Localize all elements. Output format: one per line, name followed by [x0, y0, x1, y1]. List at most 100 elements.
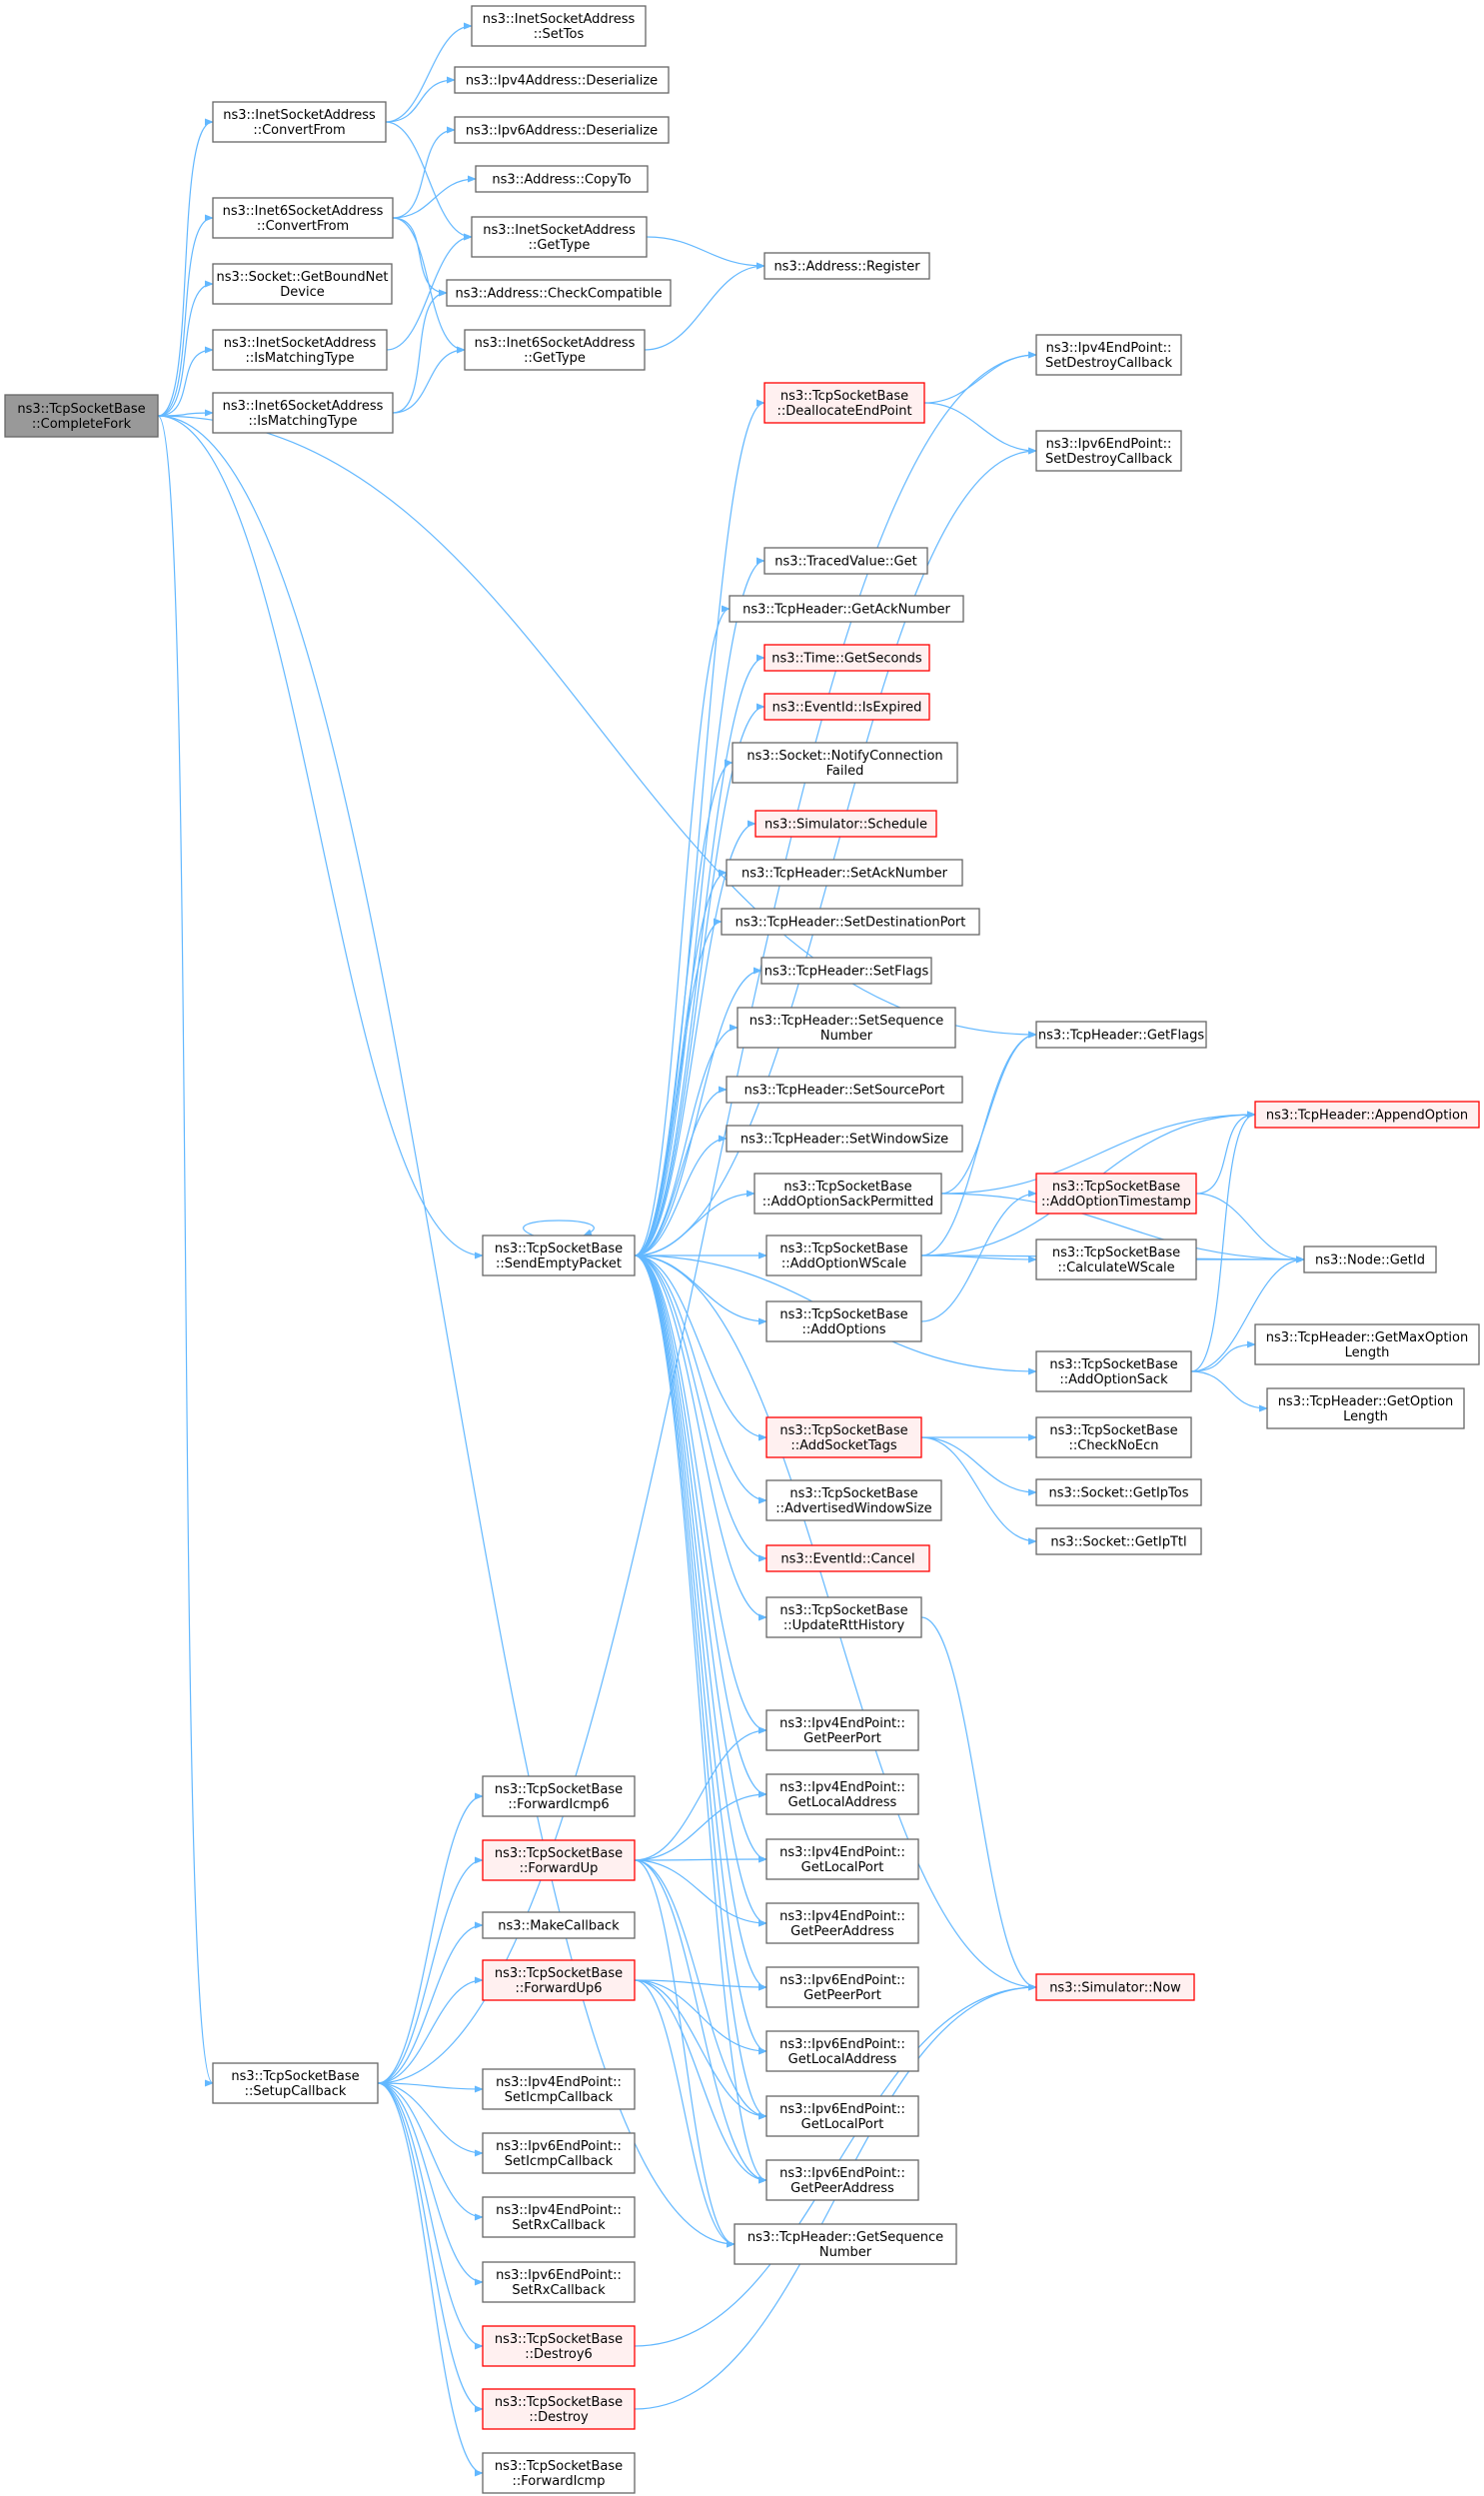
node-tcph_setacknumber[interactable]: ns3::TcpHeader::SetAckNumber	[726, 859, 963, 887]
node-destroy[interactable]: ns3::TcpSocketBase::Destroy	[482, 2388, 636, 2430]
node-addoptionsack[interactable]: ns3::TcpSocketBase::AddOptionSack	[1035, 1350, 1192, 1392]
node-ipv4ep_seticmp[interactable]: ns3::Ipv4EndPoint::SetIcmpCallback	[482, 2068, 636, 2110]
node-inet6_ismatching[interactable]: ns3::Inet6SocketAddress::IsMatchingType	[212, 392, 394, 434]
node-label: ns3::Ipv4EndPoint::	[779, 1780, 905, 1795]
node-deallocateendpoint[interactable]: ns3::TcpSocketBase::DeallocateEndPoint	[763, 382, 925, 424]
edge-forwardup-to-ipv4ep_getpeerport	[634, 1726, 767, 1861]
edge-addoptions-to-addoptiontimestamp	[920, 1190, 1037, 1322]
node-addoptionwscale[interactable]: ns3::TcpSocketBase::AddOptionWScale	[765, 1235, 922, 1276]
node-setupcallback[interactable]: ns3::TcpSocketBase::SetupCallback	[212, 2062, 379, 2104]
node-label: ns3::InetSocketAddress	[223, 108, 376, 123]
node-tracedvalue_get[interactable]: ns3::TracedValue::Get	[763, 547, 928, 575]
edge-completefork-to-tcph_getseqnumber	[157, 415, 736, 2248]
node-box	[765, 1416, 922, 1458]
node-ipv4ep_getpeeraddress[interactable]: ns3::Ipv4EndPoint::GetPeerAddress	[765, 1902, 919, 1944]
edge-deallocateendpoint-to-ipv6ep_setdestroy	[923, 402, 1037, 455]
node-tcph_appendoption[interactable]: ns3::TcpHeader::AppendOption	[1254, 1101, 1480, 1129]
node-box	[737, 1007, 956, 1049]
node-time_getseconds[interactable]: ns3::Time::GetSeconds	[763, 644, 930, 672]
edge-sendemptypacket-to-ipv6ep_getpeeraddress	[634, 1254, 767, 2184]
node-ipv6_deserialize[interactable]: ns3::Ipv6Address::Deserialize	[454, 116, 670, 144]
node-box	[1303, 1246, 1437, 1273]
node-socket_getipttl[interactable]: ns3::Socket::GetIpTtl	[1035, 1527, 1202, 1555]
node-simulator_now[interactable]: ns3::Simulator::Now	[1035, 1973, 1195, 2001]
node-socket_getiptos[interactable]: ns3::Socket::GetIpTos	[1035, 1478, 1202, 1506]
node-inet_convertfrom[interactable]: ns3::InetSocketAddress::ConvertFrom	[212, 101, 387, 143]
node-eventid_cancel[interactable]: ns3::EventId::Cancel	[765, 1544, 930, 1572]
node-label: ns3::TracedValue::Get	[774, 555, 916, 570]
node-ipv6ep_getlocalport[interactable]: ns3::Ipv6EndPoint::GetLocalPort	[765, 2095, 919, 2137]
node-tcph_setsourceport[interactable]: ns3::TcpHeader::SetSourcePort	[726, 1076, 963, 1104]
node-ipv6ep_seticmp[interactable]: ns3::Ipv6EndPoint::SetIcmpCallback	[482, 2132, 636, 2174]
node-node_getid[interactable]: ns3::Node::GetId	[1303, 1246, 1437, 1273]
node-ipv4ep_setdestroy[interactable]: ns3::Ipv4EndPoint::SetDestroyCallback	[1035, 334, 1182, 376]
node-forwardup6[interactable]: ns3::TcpSocketBase::ForwardUp6	[482, 1959, 636, 2001]
node-inet6_gettype[interactable]: ns3::Inet6SocketAddress::GetType	[464, 329, 646, 371]
node-sendemptypacket[interactable]: ns3::TcpSocketBase::SendEmptyPacket	[482, 1235, 636, 1276]
node-ipv6ep_getlocaladdress[interactable]: ns3::Ipv6EndPoint::GetLocalAddress	[765, 2030, 919, 2072]
node-ipv4ep_getlocaladdress[interactable]: ns3::Ipv4EndPoint::GetLocalAddress	[765, 1773, 919, 1815]
node-address_copyto[interactable]: ns3::Address::CopyTo	[475, 165, 649, 193]
node-simulator_schedule[interactable]: ns3::Simulator::Schedule	[754, 810, 937, 838]
node-advertisedwindowsize[interactable]: ns3::TcpSocketBase::AdvertisedWindowSize	[765, 1479, 942, 1521]
node-eventid_isexpired[interactable]: ns3::EventId::IsExpired	[763, 693, 930, 721]
node-label: Failed	[826, 764, 864, 779]
edge-addoptionsack-to-node_getid	[1190, 1255, 1305, 1372]
node-ipv6ep_getpeeraddress[interactable]: ns3::Ipv6EndPoint::GetPeerAddress	[765, 2159, 919, 2201]
edge-addoptionsack-to-tcph_getmaxoptionlength	[1190, 1340, 1256, 1372]
node-makecallback[interactable]: ns3::MakeCallback	[482, 1911, 636, 1939]
node-forwardup[interactable]: ns3::TcpSocketBase::ForwardUp	[482, 1839, 636, 1881]
node-box	[1035, 1350, 1192, 1392]
node-tcph_setwindowsize[interactable]: ns3::TcpHeader::SetWindowSize	[726, 1125, 963, 1153]
edge-setupcallback-to-destroy	[377, 2082, 484, 2413]
node-addoptiontimestamp[interactable]: ns3::TcpSocketBase::AddOptionTimestamp	[1035, 1173, 1197, 1215]
node-address_checkcompatible[interactable]: ns3::Address::CheckCompatible	[446, 279, 672, 307]
node-tcph_setflags[interactable]: ns3::TcpHeader::SetFlags	[760, 957, 932, 985]
node-updatertthistory[interactable]: ns3::TcpSocketBase::UpdateRttHistory	[765, 1596, 922, 1638]
node-forwardicmp6[interactable]: ns3::TcpSocketBase::ForwardIcmp6	[482, 1775, 636, 1817]
node-destroy6[interactable]: ns3::TcpSocketBase::Destroy6	[482, 2325, 636, 2367]
node-ipv4ep_getpeerport[interactable]: ns3::Ipv4EndPoint::GetPeerPort	[765, 1709, 919, 1751]
node-inet_gettype[interactable]: ns3::InetSocketAddress::GetType	[471, 216, 648, 258]
node-ipv6ep_setdestroy[interactable]: ns3::Ipv6EndPoint::SetDestroyCallback	[1035, 430, 1182, 472]
node-ipv6ep_getpeerport[interactable]: ns3::Ipv6EndPoint::GetPeerPort	[765, 1966, 919, 2008]
node-inet_ismatching[interactable]: ns3::InetSocketAddress::IsMatchingType	[212, 329, 388, 371]
node-completefork[interactable]: ns3::TcpSocketBase::CompleteFork	[4, 394, 159, 438]
edge-inet6_convertfrom-to-address_checkcompatible	[392, 217, 448, 297]
edge-forwardup6-to-tcph_getseqnumber	[634, 1979, 736, 2248]
edge-inet6_convertfrom-to-address_copyto	[392, 175, 477, 219]
edge-forwardup6-to-ipv6ep_getpeerport	[634, 1979, 767, 1991]
node-tcph_getacknumber[interactable]: ns3::TcpHeader::GetAckNumber	[729, 595, 964, 623]
node-addoptions[interactable]: ns3::TcpSocketBase::AddOptions	[765, 1300, 922, 1342]
node-addoptionsackpermitted[interactable]: ns3::TcpSocketBase::AddOptionSackPermitt…	[753, 1173, 942, 1215]
node-ipv6ep_setrx[interactable]: ns3::Ipv6EndPoint::SetRxCallback	[482, 2261, 636, 2303]
node-label: ns3::Ipv6EndPoint::	[779, 2166, 905, 2181]
node-address_register[interactable]: ns3::Address::Register	[763, 252, 930, 280]
node-ipv4ep_getlocalport[interactable]: ns3::Ipv4EndPoint::GetLocalPort	[765, 1838, 919, 1880]
node-tcph_getflags[interactable]: ns3::TcpHeader::GetFlags	[1035, 1021, 1207, 1049]
node-box	[729, 595, 964, 623]
node-tcph_setdestport[interactable]: ns3::TcpHeader::SetDestinationPort	[721, 908, 980, 936]
edge-addoptiontimestamp-to-node_getid	[1195, 1193, 1305, 1263]
node-checknoecn[interactable]: ns3::TcpSocketBase::CheckNoEcn	[1035, 1416, 1192, 1458]
node-inet_settos[interactable]: ns3::InetSocketAddress::SetTos	[471, 5, 647, 47]
node-label: ns3::TcpSocketBase	[495, 1242, 623, 1256]
node-box	[475, 165, 649, 193]
node-ipv4_deserialize[interactable]: ns3::Ipv4Address::Deserialize	[454, 66, 670, 94]
edge-inet_convertfrom-to-inet_gettype	[385, 121, 473, 241]
node-inet6_convertfrom[interactable]: ns3::Inet6SocketAddress::ConvertFrom	[212, 197, 394, 239]
node-label: Number	[819, 2245, 872, 2260]
node-calculatewscale[interactable]: ns3::TcpSocketBase::CalculateWScale	[1035, 1239, 1197, 1280]
node-forwardicmp[interactable]: ns3::TcpSocketBase::ForwardIcmp	[482, 2452, 636, 2494]
node-addsockettags[interactable]: ns3::TcpSocketBase::AddSocketTags	[765, 1416, 922, 1458]
edge-sendemptypacket-to-simulator_schedule	[634, 820, 756, 1256]
edge-addoptionsackpermitted-to-tcph_appendoption	[940, 1111, 1256, 1195]
node-ipv4ep_setrx[interactable]: ns3::Ipv4EndPoint::SetRxCallback	[482, 2196, 636, 2238]
node-label: ns3::TcpSocketBase	[1049, 1357, 1177, 1372]
